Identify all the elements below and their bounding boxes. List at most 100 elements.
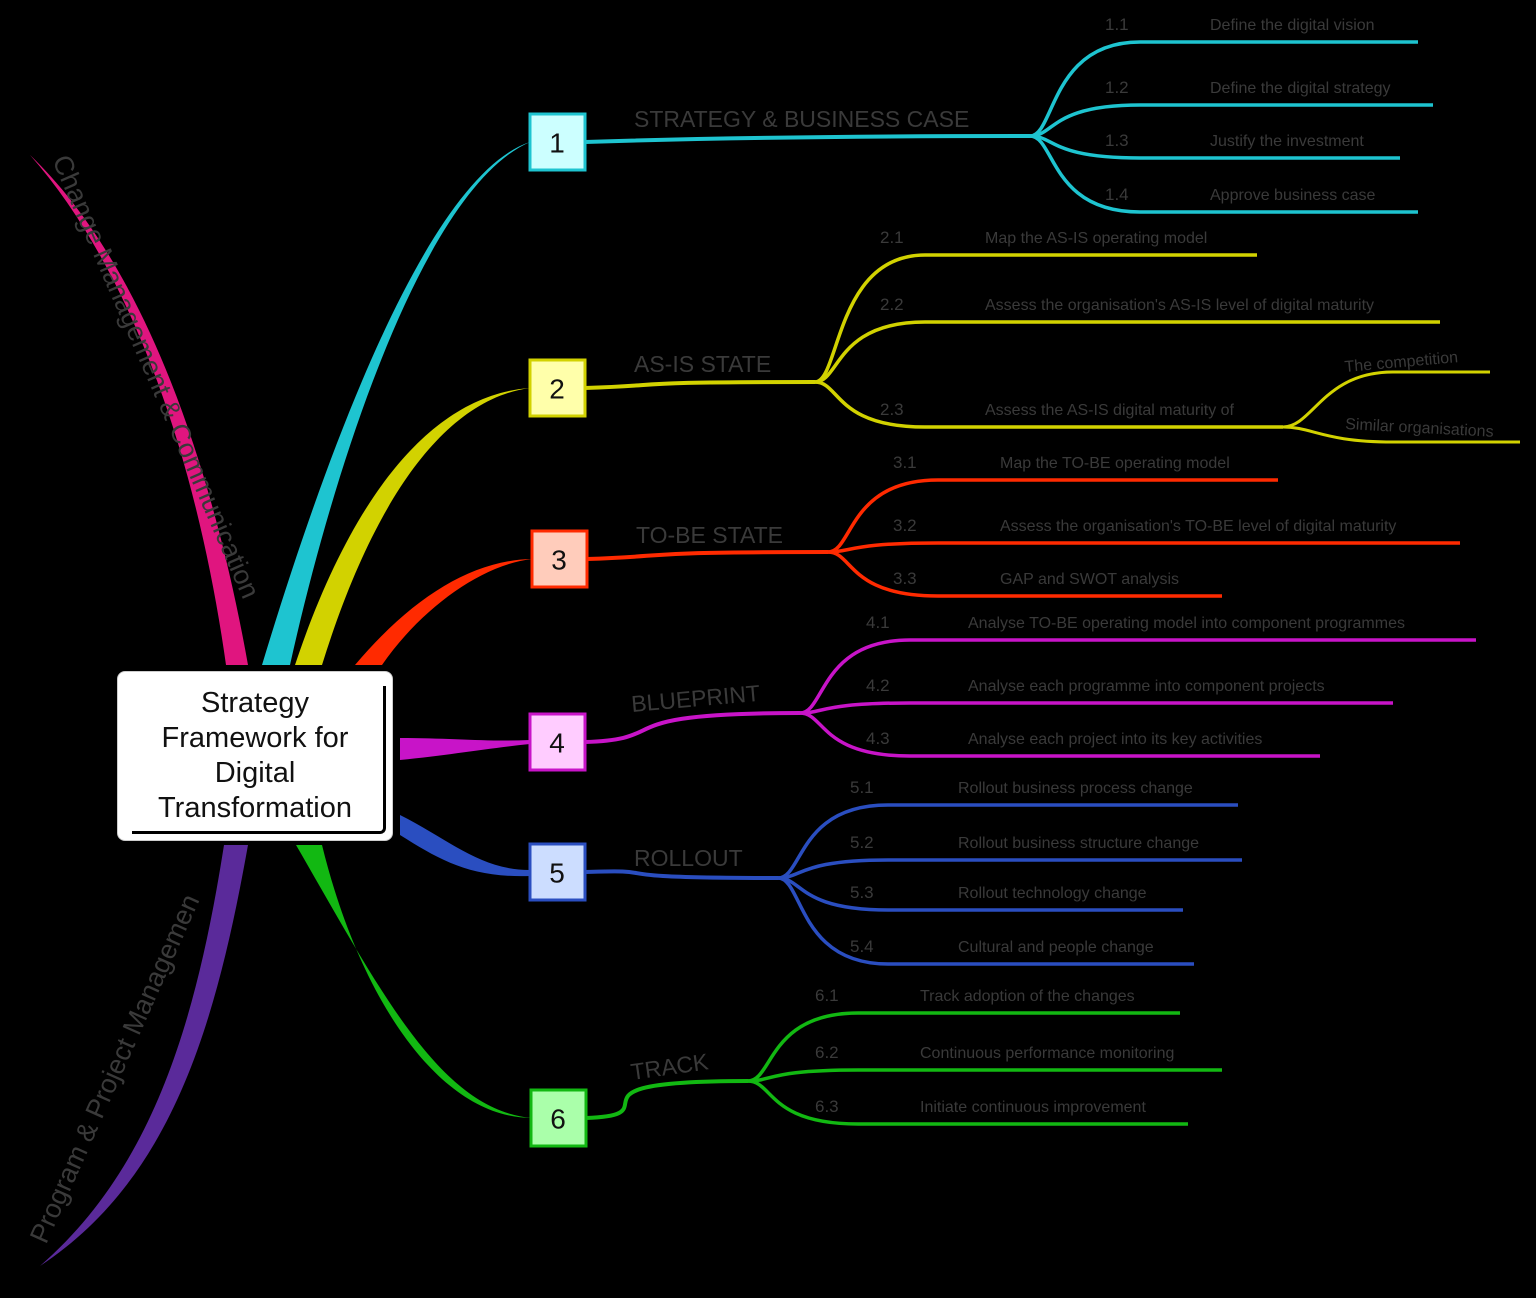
item-label[interactable]: Analyse each project into its key activi…: [968, 731, 1262, 748]
branch-label[interactable]: TO-BE STATE: [636, 522, 783, 548]
change-management-branch[interactable]: [30, 155, 248, 665]
item-number: 5.1: [850, 778, 874, 797]
sub-connector: [777, 876, 1194, 966]
branch-number: 4: [549, 728, 565, 759]
item-label[interactable]: Map the TO-BE operating model: [1000, 455, 1230, 472]
branch-label[interactable]: STRATEGY & BUSINESS CASE: [634, 106, 969, 132]
item-number: 4.1: [866, 613, 890, 632]
main-connector: [584, 134, 1031, 144]
trunk-connector: [262, 142, 530, 665]
sub-connector: [747, 1068, 1222, 1083]
program-management-branch[interactable]: [40, 845, 248, 1266]
sub-sub-connector: [1282, 425, 1520, 444]
sub-connector: [1029, 134, 1418, 214]
sub-connector: [814, 380, 1283, 429]
branch-number: 5: [549, 858, 565, 889]
item-label[interactable]: Rollout business structure change: [958, 835, 1199, 852]
item-number: 1.4: [1105, 185, 1129, 204]
central-topic[interactable]: Strategy Framework for Digital Transform…: [117, 671, 393, 841]
branch-number-box[interactable]: 2: [528, 358, 587, 418]
item-label[interactable]: GAP and SWOT analysis: [1000, 571, 1179, 588]
sub-connector: [827, 541, 1460, 554]
branch-2: AS-IS STATE 2.1 Map the AS-IS operating mo…: [295, 228, 1520, 665]
branch-number-box[interactable]: 3: [530, 529, 589, 589]
item-label[interactable]: Initiate continuous improvement: [920, 1099, 1146, 1116]
sub-item-label[interactable]: Similar organisations: [1345, 416, 1494, 441]
item-number: 5.3: [850, 883, 874, 902]
branch-label[interactable]: ROLLOUT: [634, 845, 743, 871]
branch-label[interactable]: BLUEPRINT: [630, 680, 761, 717]
main-connector: [586, 550, 829, 561]
item-label[interactable]: Track adoption of the changes: [920, 988, 1135, 1005]
branch-label[interactable]: AS-IS STATE: [634, 351, 771, 377]
item-number: 4.2: [866, 676, 890, 695]
item-number: 4.3: [866, 729, 890, 748]
branch-number: 3: [551, 545, 567, 576]
item-number: 6.2: [815, 1043, 839, 1062]
change-management-label: Change Management & Communication: [46, 150, 265, 602]
item-number: 6.3: [815, 1097, 839, 1116]
item-number: 5.4: [850, 937, 874, 956]
branch-6: TRACK 6.1 Track adoption of the changes 6.2…: [296, 845, 1222, 1148]
item-number: 3.3: [893, 569, 917, 588]
sub-connector: [799, 701, 1393, 715]
item-number: 6.1: [815, 986, 839, 1005]
branch-number: 6: [550, 1104, 566, 1135]
item-label[interactable]: Analyse each programme into component pr…: [968, 678, 1325, 695]
trunk-connector: [400, 815, 530, 877]
item-number: 2.1: [880, 228, 904, 247]
sub-connector: [777, 803, 1238, 880]
branch-3: TO-BE STATE 3.1 Map the TO-BE operating mo…: [355, 453, 1460, 665]
trunk-connector: [355, 559, 532, 665]
sub-connector: [747, 1079, 1188, 1126]
item-label[interactable]: Define the digital strategy: [1210, 80, 1391, 97]
sub-connector: [777, 858, 1242, 880]
item-label[interactable]: Approve business case: [1210, 187, 1376, 204]
branch-number-box[interactable]: 6: [529, 1088, 588, 1148]
item-number: 3.2: [893, 516, 917, 535]
item-number: 1.1: [1105, 15, 1129, 34]
main-connector: [584, 711, 801, 744]
item-number: 2.2: [880, 295, 904, 314]
sub-connector: [1029, 40, 1418, 138]
item-label[interactable]: Rollout technology change: [958, 885, 1147, 902]
item-label[interactable]: Assess the AS-IS digital maturity of: [985, 402, 1235, 419]
branch-number-box[interactable]: 4: [528, 712, 587, 772]
branch-label[interactable]: TRACK: [629, 1048, 710, 1085]
central-topic-label: Strategy Framework for Digital Transform…: [158, 687, 352, 824]
item-label[interactable]: Map the AS-IS operating model: [985, 230, 1207, 247]
item-label[interactable]: Assess the organisation's TO-BE level of…: [1000, 518, 1396, 535]
sub-connector: [747, 1011, 1180, 1083]
item-label[interactable]: Continuous performance monitoring: [920, 1045, 1174, 1062]
item-label[interactable]: Assess the organisation's AS-IS level of…: [985, 297, 1374, 314]
sub-connector: [827, 478, 1278, 554]
branch-number-box[interactable]: 5: [528, 842, 587, 902]
branch-number: 2: [549, 374, 565, 405]
trunk-connector: [400, 738, 530, 760]
item-label[interactable]: Analyse TO-BE operating model into compo…: [968, 615, 1405, 632]
trunk-connector: [296, 845, 532, 1118]
branch-4: BLUEPRINT 4.1 Analyse TO-BE operating mode…: [400, 613, 1476, 772]
item-label[interactable]: Justify the investment: [1210, 133, 1364, 150]
sub-connector: [799, 638, 1476, 715]
branch-number-box[interactable]: 1: [528, 112, 587, 172]
item-number: 1.2: [1105, 78, 1129, 97]
branch-5: ROLLOUT 5.1 Rollout business process chang…: [400, 778, 1242, 966]
item-label[interactable]: Rollout business process change: [958, 780, 1193, 797]
sub-connector: [827, 550, 1222, 598]
main-connector: [584, 869, 779, 880]
branch-number: 1: [549, 128, 565, 159]
main-connector: [584, 380, 816, 390]
item-number: 2.3: [880, 400, 904, 419]
main-connector: [585, 1079, 749, 1120]
sub-sub-connector: [1282, 370, 1490, 429]
sub-connector: [1029, 103, 1433, 138]
trunk-connector: [295, 388, 530, 665]
sub-connector: [814, 253, 1257, 384]
item-number: 3.1: [893, 453, 917, 472]
item-number: 5.2: [850, 833, 874, 852]
item-label[interactable]: Cultural and people change: [958, 939, 1154, 956]
item-label[interactable]: Define the digital vision: [1210, 17, 1375, 34]
